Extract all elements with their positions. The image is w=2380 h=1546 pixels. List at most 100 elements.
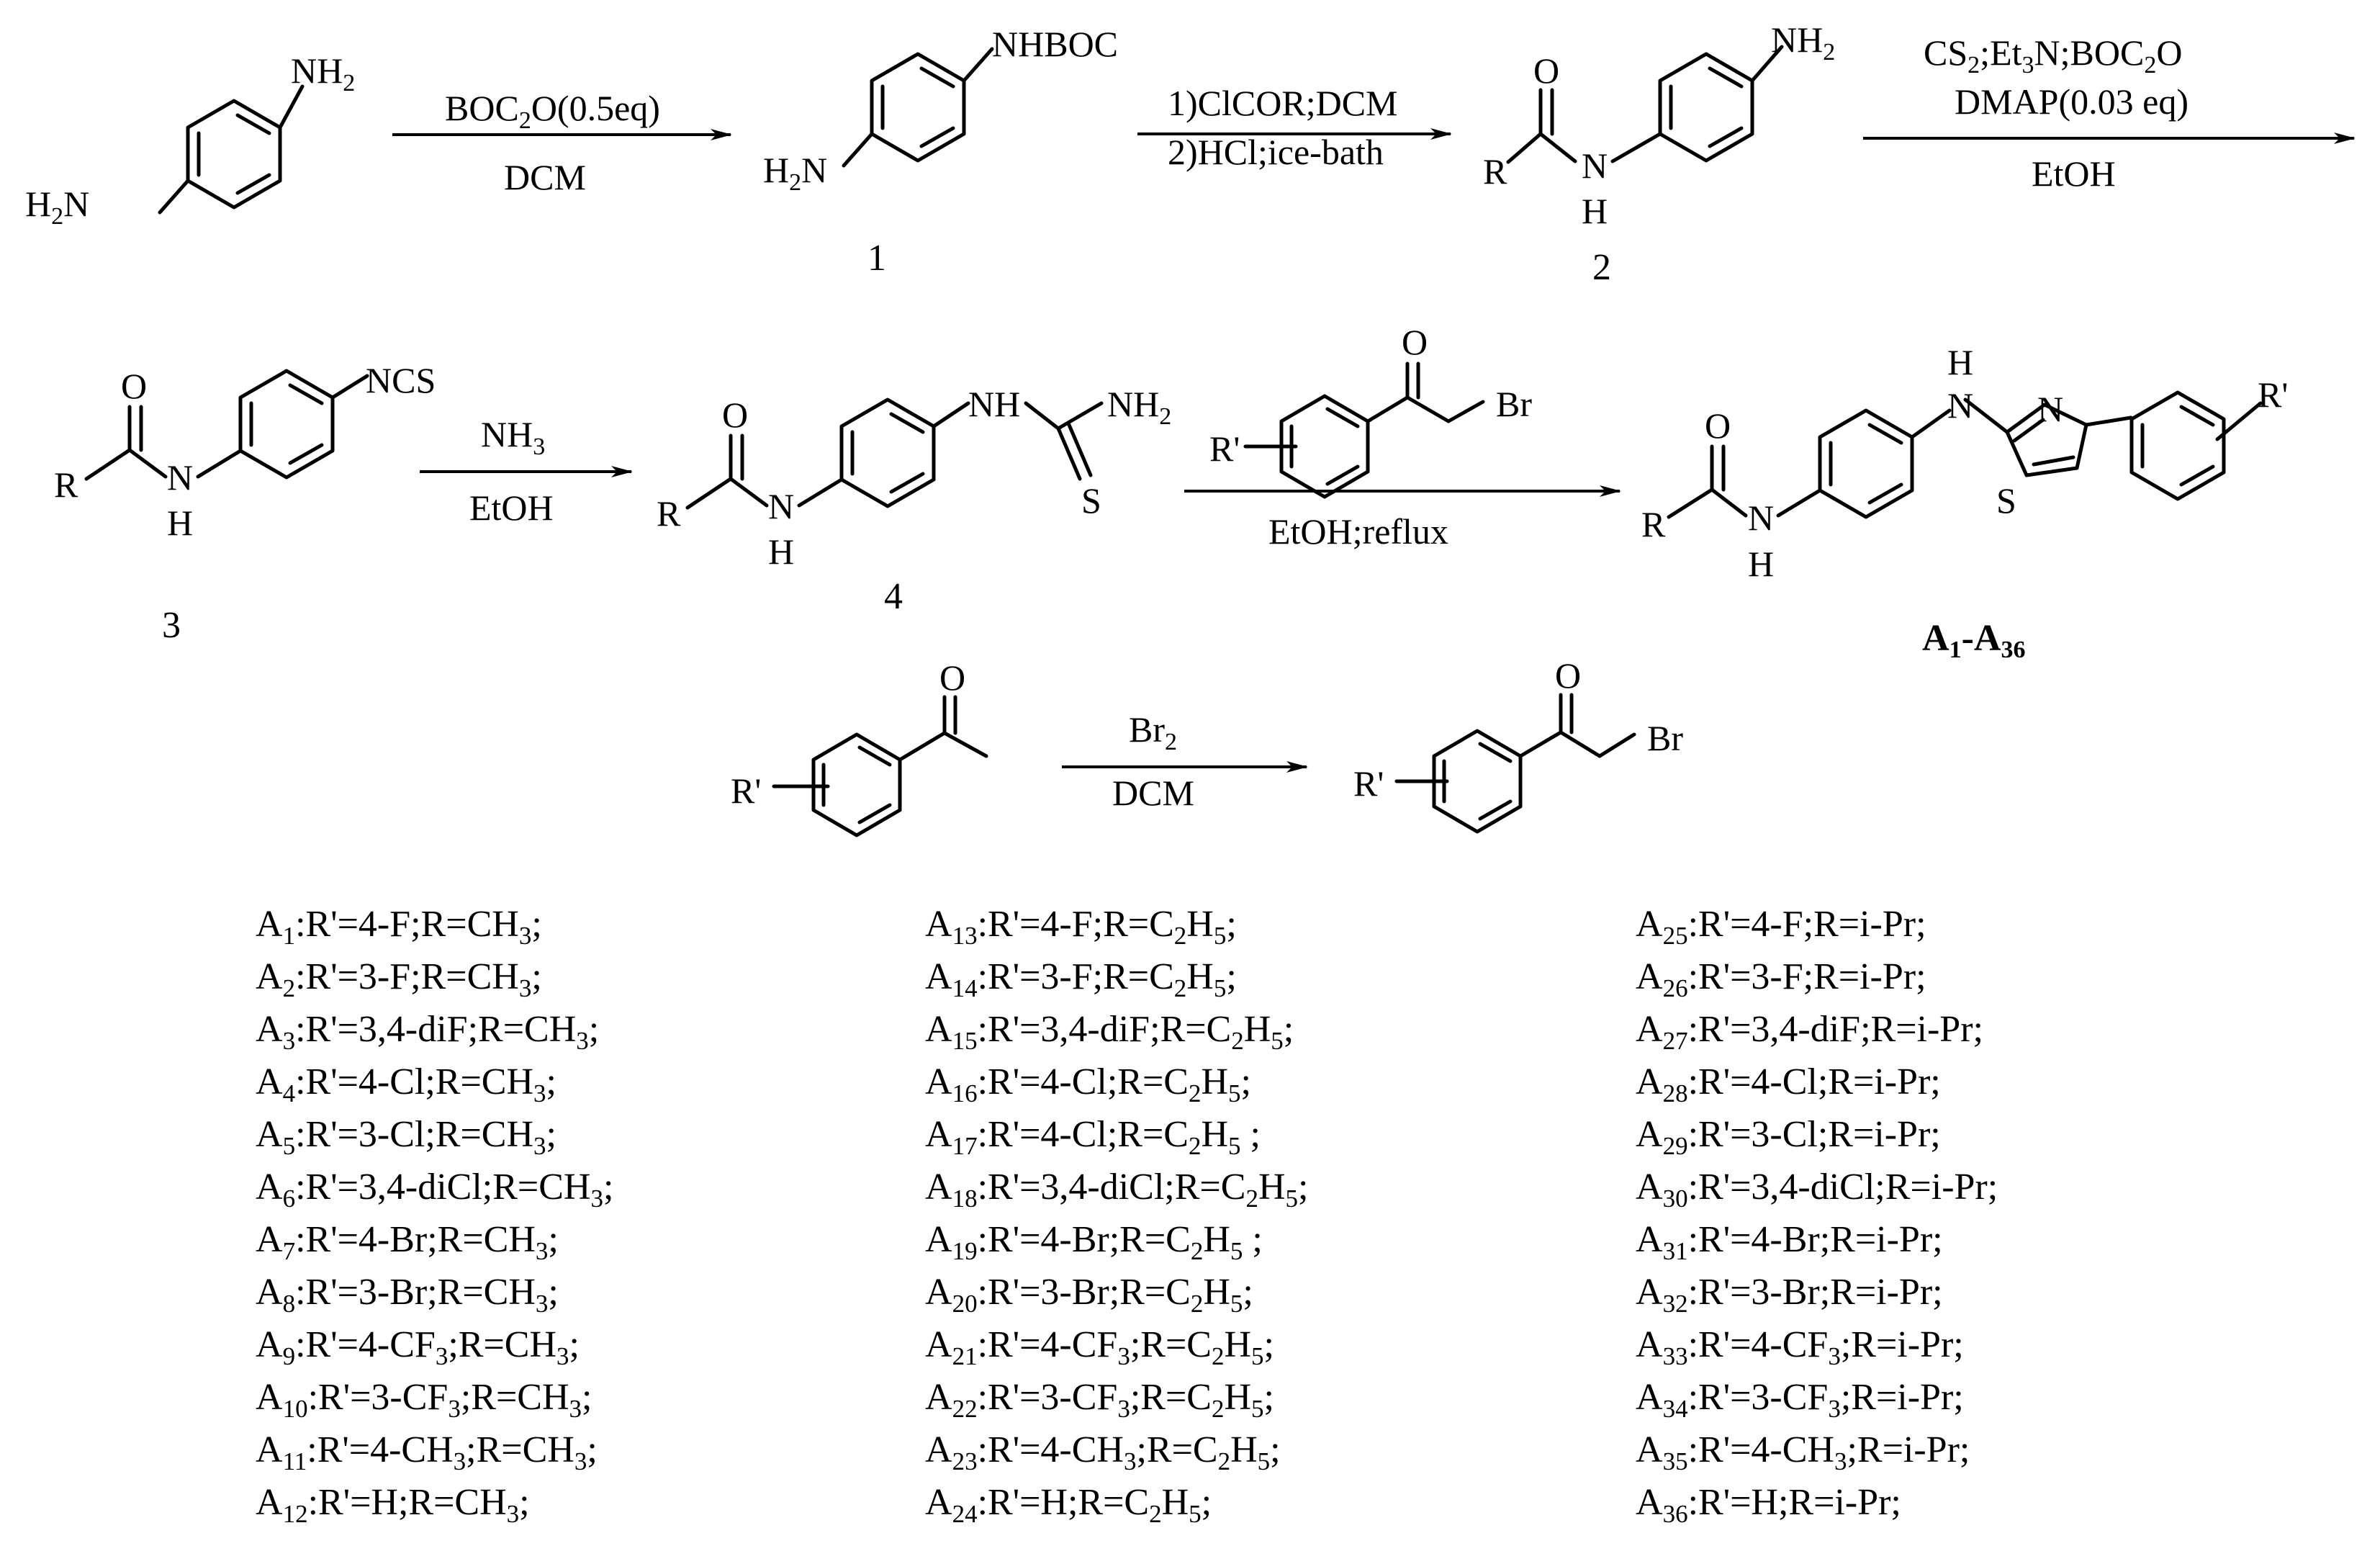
compound-2-structure: NH2 O N H R (1483, 19, 1835, 231)
compound-list-entry: A5:R'=3-Cl;R=CH3; (256, 1114, 556, 1160)
nitrogen-label: N (1582, 145, 1608, 186)
oxygen-label: O (121, 366, 147, 406)
compound-list-entry: A13:R'=4-F;R=C2H5; (925, 904, 1237, 950)
compound-list-entry: A26:R'=3-F;R=i-Pr; (1636, 956, 1926, 1002)
compound-1-structure: NHBOC H2N (763, 24, 1118, 196)
compound-list-entry: A2:R'=3-F;R=CH3; (256, 956, 542, 1002)
bromoacetophenone-structure: O Br R' (1353, 655, 1683, 834)
isothiocyanate-label: NCS (366, 360, 436, 400)
compound-list-entry: A31:R'=4-Br;R=i-Pr; (1636, 1219, 1943, 1265)
compound-list-entry: A28:R'=4-Cl;R=i-Pr; (1636, 1061, 1941, 1107)
compound-4-structure: NH NH2 S O N H R (657, 384, 1171, 572)
r-prime-label: R' (731, 770, 761, 811)
compound-list-entry: A27:R'=3,4-diF;R=i-Pr; (1636, 1009, 1983, 1055)
reagent-label: BOC2O(0.5eq) (445, 88, 660, 134)
solvent-label: EtOH (2032, 153, 2116, 194)
compound-list-entry: A14:R'=3-F;R=C2H5; (925, 956, 1237, 1002)
hydrogen-label: H (1748, 544, 1774, 584)
compound-list-entry: A3:R'=3,4-diF;R=CH3; (256, 1009, 599, 1055)
compound-list-entry: A33:R'=4-CF3;R=i-Pr; (1636, 1324, 1964, 1370)
compound-list-entry: A21:R'=4-CF3;R=C2H5; (925, 1324, 1274, 1370)
compound-list-column: A25:R'=4-F;R=i-Pr; A26:R'=3-F;R=i-Pr; A27:… (1636, 904, 1998, 1528)
oxygen-label: O (1402, 322, 1428, 362)
compound-list-entry: A15:R'=3,4-diF;R=C2H5; (925, 1009, 1294, 1055)
sulfur-label: S (1081, 480, 1101, 521)
r-group-label: R (1483, 151, 1507, 192)
compound-list-entry: A24:R'=H;R=C2H5; (925, 1482, 1212, 1528)
solvent-label: EtOH (469, 487, 554, 528)
r-prime-label: R' (1209, 428, 1240, 469)
compound-list-entry: A10:R'=3-CF3;R=CH3; (256, 1377, 592, 1423)
hydrogen-label: H (167, 503, 193, 543)
solvent-label: EtOH;reflux (1268, 511, 1448, 552)
compound-list-entry: A17:R'=4-Cl;R=C2H5 ; (925, 1114, 1261, 1160)
oxygen-label: O (1533, 50, 1559, 91)
oxygen-label: O (1705, 405, 1731, 446)
reagent-label: 2)HCl;ice-bath (1168, 132, 1384, 172)
amine-label: NH2 (291, 50, 355, 96)
nh-label: NH (968, 384, 1020, 424)
compound-1-number: 1 (867, 238, 886, 279)
compound-list-entry: A7:R'=4-Br;R=CH3; (256, 1219, 559, 1265)
compound-list-entry: A30:R'=3,4-diCl;R=i-Pr; (1636, 1167, 1998, 1213)
acetophenone-structure: O R' (731, 657, 988, 837)
bromine-label: Br (1496, 384, 1532, 424)
product-series-label: A1-A36 (1922, 618, 2025, 663)
product-prefix: A (1922, 618, 1949, 659)
product-structure: H N N S R' O N H R (1641, 342, 2288, 584)
compound-4-number: 4 (884, 576, 903, 617)
nitrogen-label: N (768, 486, 794, 526)
compound-list-entry: A36:R'=H;R=i-Pr; (1636, 1482, 1901, 1528)
oxygen-label: O (722, 395, 748, 435)
nitrogen-label: N (167, 457, 193, 498)
hydrogen-label: H (768, 531, 794, 572)
compound-3-structure: NCS O N H R (54, 360, 436, 543)
compound-list-entry: A23:R'=4-CH3;R=C2H5; (925, 1429, 1281, 1475)
bromoacetophenone-reagent: O Br R' (1209, 322, 1532, 499)
nitrogen-label: N (1947, 385, 1973, 426)
r-group-label: R (657, 493, 681, 534)
bromine-label: Br (1647, 718, 1683, 758)
reagent-label: 1)ClCOR;DCM (1168, 83, 1398, 123)
boc-amine-label: NHBOC (992, 24, 1118, 64)
compound-list-entry: A8:R'=3-Br;R=CH3; (256, 1272, 559, 1318)
amine-label: H2N (763, 150, 827, 196)
compound-list-entry: A6:R'=3,4-diCl;R=CH3; (256, 1167, 613, 1213)
compound-3-number: 3 (162, 605, 181, 646)
r-prime-label: R' (1353, 763, 1384, 804)
reagent-label: DMAP(0.03 eq) (1955, 81, 2189, 122)
amine-label: H2N (25, 184, 89, 230)
compound-list-entry: A9:R'=4-CF3;R=CH3; (256, 1324, 580, 1370)
solvent-label: DCM (1112, 773, 1194, 813)
nitrogen-label: N (1748, 498, 1774, 538)
compound-list-entry: A4:R'=4-Cl;R=CH3; (256, 1061, 556, 1107)
compound-list-entry: A25:R'=4-F;R=i-Pr; (1636, 904, 1926, 950)
compound-list-entry: A35:R'=4-CH3;R=i-Pr; (1636, 1429, 1970, 1475)
compound-list-entry: A22:R'=3-CF3;R=C2H5; (925, 1377, 1274, 1423)
product-subscript: 36 (2001, 637, 2025, 663)
r-group-label: R (54, 464, 78, 505)
r-group-label: R (1641, 504, 1666, 544)
hydrogen-label: H (1582, 191, 1608, 231)
reagent-label: CS2;Et3N;BOC2O (1924, 32, 2182, 78)
compound-list-entry: A32:R'=3-Br;R=i-Pr; (1636, 1272, 1943, 1318)
compound-list-entry: A29:R'=3-Cl;R=i-Pr; (1636, 1114, 1941, 1160)
compound-list-entry: A11:R'=4-CH3;R=CH3; (256, 1429, 598, 1475)
hydrogen-label: H (1947, 342, 1973, 382)
compound-2-number: 2 (1592, 247, 1611, 288)
reagent-label: Br2 (1129, 709, 1177, 755)
oxygen-label: O (1555, 655, 1581, 696)
amine-label: NH2 (1771, 19, 1835, 66)
amine-label: NH2 (1107, 384, 1171, 430)
compound-list-entry: A16:R'=4-Cl;R=C2H5; (925, 1061, 1251, 1107)
compound-list-column: A1:R'=4-F;R=CH3;A2:R'=3-F;R=CH3;A3:R'=3,… (256, 904, 613, 1528)
sulfur-label: S (1996, 480, 2016, 521)
compound-list-entry: A19:R'=4-Br;R=C2H5 ; (925, 1219, 1263, 1265)
r-prime-label: R' (2258, 374, 2288, 415)
solvent-label: DCM (504, 157, 586, 197)
p-phenylenediamine: NH2 H2N (25, 50, 355, 230)
compound-list-entry: A34:R'=3-CF3;R=i-Pr; (1636, 1377, 1964, 1423)
compound-list-column: A13:R'=4-F;R=C2H5; A14:R'=3-F;R=C2H5; A15:… (925, 904, 1308, 1528)
reagent-label: NH3 (481, 414, 545, 460)
